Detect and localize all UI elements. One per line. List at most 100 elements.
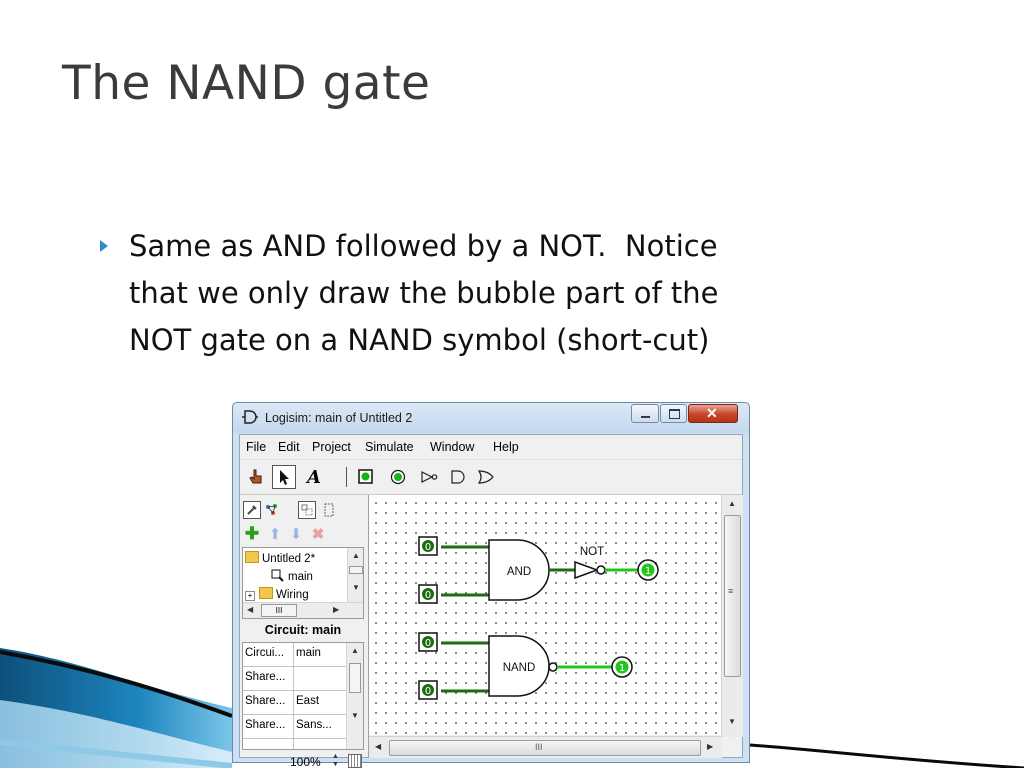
property-row[interactable]: Share... <box>243 667 347 691</box>
and-gate-icon <box>451 470 465 484</box>
input-value: 0 <box>425 686 431 697</box>
scroll-up-icon[interactable]: ▲ <box>728 499 736 508</box>
input-wire <box>441 641 489 693</box>
move-down-icon[interactable]: ⬇ <box>289 526 303 543</box>
folder-icon <box>259 587 273 599</box>
title-bar[interactable]: Logisim: main of Untitled 2 ✕ <box>233 403 749 433</box>
menu-window[interactable]: Window <box>430 440 475 454</box>
add-output-pin-button[interactable] <box>386 465 410 489</box>
scroll-down-icon[interactable]: ▼ <box>728 717 736 726</box>
scroll-up-icon[interactable]: ▲ <box>352 551 360 560</box>
grid-toggle-icon[interactable] <box>348 754 362 768</box>
property-row[interactable]: Circui... main <box>243 643 347 667</box>
scroll-up-icon[interactable]: ▲ <box>351 646 359 655</box>
tree-horizontal-scrollbar[interactable]: ◀ III ▶ <box>243 602 363 618</box>
scroll-right-icon[interactable]: ▶ <box>707 742 714 751</box>
properties-table: Circui... main Share... Share... East Sh… <box>242 642 364 750</box>
select-tool-button[interactable] <box>272 465 296 489</box>
layout-view-button[interactable] <box>298 501 316 519</box>
maximize-button[interactable] <box>660 404 687 423</box>
canvas-horizontal-scrollbar[interactable]: ◀ III ▶ <box>369 736 722 758</box>
scroll-thumb[interactable]: ≡ <box>724 515 741 677</box>
scroll-thumb[interactable] <box>349 663 361 693</box>
simulation-tree-button[interactable] <box>264 501 282 519</box>
not-gate-shape[interactable] <box>574 560 600 580</box>
explorer-tree: Untitled 2* main + Wiring ▲ ▼ ◀ III ▶ <box>242 547 364 619</box>
add-circuit-icon[interactable]: ✚ <box>244 524 260 543</box>
scroll-thumb[interactable]: III <box>261 604 297 617</box>
property-key: Share... <box>245 695 286 707</box>
toolbar-separator <box>346 467 347 487</box>
wrench-icon <box>247 505 257 515</box>
move-up-icon[interactable]: ⬆ <box>268 526 282 543</box>
scroll-thumb[interactable]: III <box>389 740 701 756</box>
property-row[interactable]: Share... Sans... <box>243 715 347 739</box>
and-gate-shape[interactable] <box>488 539 550 601</box>
scroll-down-icon[interactable]: ▼ <box>352 583 360 592</box>
logisim-logo-icon <box>242 410 258 424</box>
nand-bubble <box>548 662 558 672</box>
property-value[interactable]: East <box>296 695 320 707</box>
toolbar: A <box>240 461 742 495</box>
explorer-toolbar: ✚ ⬆ ⬇ ✖ <box>240 495 368 547</box>
expand-icon[interactable]: + <box>245 591 255 601</box>
output-pin[interactable]: 1 <box>611 656 633 678</box>
zoom-value[interactable]: 100% <box>290 755 321 769</box>
magnifier-icon <box>271 569 284 582</box>
nand-gate-label: NAND <box>503 662 536 674</box>
scroll-left-icon[interactable]: ◀ <box>375 742 382 751</box>
add-not-gate-button[interactable] <box>418 465 442 489</box>
zoom-control: 100% ▲▼ <box>242 753 364 773</box>
input-pin[interactable]: 0 <box>418 632 438 652</box>
menu-help[interactable]: Help <box>493 440 519 454</box>
poke-tool-button[interactable] <box>244 465 268 489</box>
zoom-spinner-icon[interactable]: ▲▼ <box>332 753 339 768</box>
scroll-down-icon[interactable]: ▼ <box>351 711 359 720</box>
tree-item-label: Wiring <box>276 589 309 601</box>
menu-project[interactable]: Project <box>312 440 351 454</box>
maximize-icon <box>669 409 680 419</box>
scroll-right-icon[interactable]: ▶ <box>333 605 340 614</box>
folder-icon <box>245 551 259 563</box>
menu-edit[interactable]: Edit <box>278 440 300 454</box>
close-button[interactable]: ✕ <box>688 404 738 423</box>
select-tool-icon <box>280 470 289 485</box>
add-and-gate-button[interactable] <box>446 465 470 489</box>
canvas-vertical-scrollbar[interactable]: ▲ ≡ ▼ <box>721 495 743 737</box>
minimize-button[interactable] <box>631 404 659 423</box>
menu-simulate[interactable]: Simulate <box>365 440 414 454</box>
input-pin[interactable]: 0 <box>418 584 438 604</box>
scroll-left-icon[interactable]: ◀ <box>247 605 254 614</box>
output-value: 1 <box>619 663 625 674</box>
property-value[interactable]: Sans... <box>296 719 332 731</box>
property-row[interactable]: Share... East <box>243 691 347 715</box>
input-pin[interactable]: 0 <box>418 536 438 556</box>
tree-item-wiring[interactable]: + Wiring <box>245 587 309 601</box>
left-panel: ✚ ⬆ ⬇ ✖ Untitled 2* main + Wiring ▲ ▼ <box>240 495 368 769</box>
tree-icon <box>266 504 277 515</box>
circuit-canvas[interactable]: 0 0 0 0 <box>369 495 721 735</box>
bullet-line: Same as AND followed by a NOT. Notice <box>129 229 718 263</box>
window-title: Logisim: main of Untitled 2 <box>265 411 413 425</box>
bullet-line: that we only draw the bubble part of the <box>129 276 719 310</box>
layout-icon <box>301 504 313 516</box>
tree-item-project[interactable]: Untitled 2* <box>245 551 315 565</box>
bullet-line: NOT gate on a NAND symbol (short-cut) <box>129 323 710 357</box>
add-input-pin-button[interactable] <box>354 465 378 489</box>
input-pin[interactable]: 0 <box>418 680 438 700</box>
add-or-gate-button[interactable] <box>474 465 498 489</box>
properties-scrollbar[interactable]: ▲ ▼ <box>346 643 363 749</box>
text-tool-button[interactable]: A <box>307 466 321 488</box>
appearance-view-button[interactable] <box>320 501 338 519</box>
canvas-area: 0 0 0 0 <box>368 495 743 758</box>
tree-vertical-scrollbar[interactable]: ▲ ▼ <box>347 548 363 603</box>
scroll-thumb[interactable] <box>349 566 363 574</box>
toolbox-view-button[interactable] <box>243 501 261 519</box>
property-value[interactable]: main <box>296 647 321 659</box>
triangle-bullet-icon <box>100 240 108 252</box>
tree-item-main[interactable]: main <box>271 569 313 583</box>
input-wire <box>441 545 489 597</box>
delete-circuit-icon[interactable]: ✖ <box>311 526 325 543</box>
output-pin[interactable]: 1 <box>637 559 659 581</box>
menu-file[interactable]: File <box>246 440 267 454</box>
